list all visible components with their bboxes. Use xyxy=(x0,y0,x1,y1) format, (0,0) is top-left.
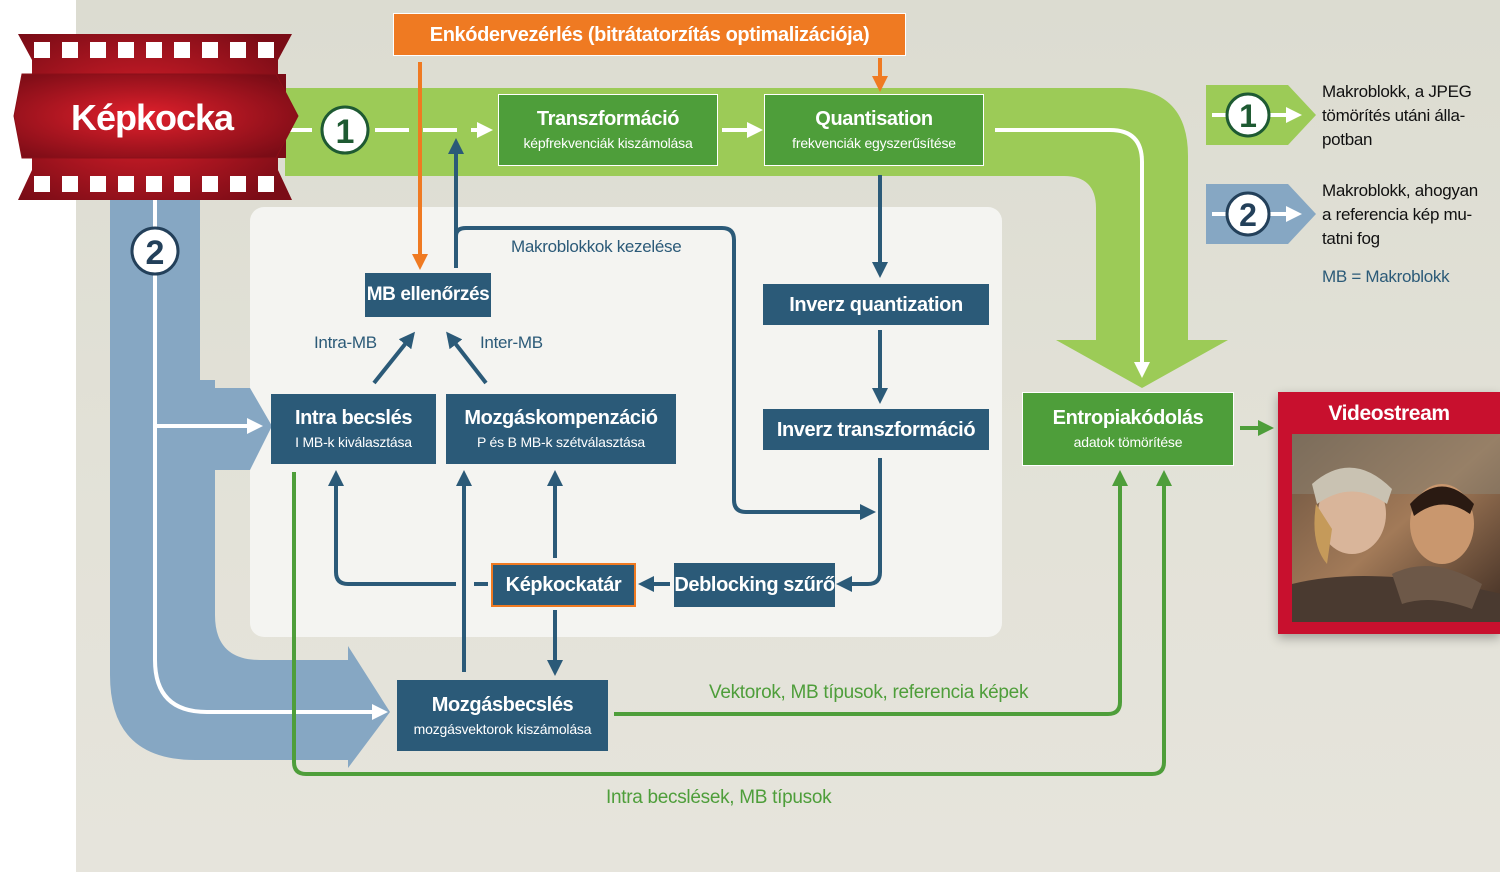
intra-estimation-subtitle: I MB-k kiválasztása xyxy=(295,434,412,450)
entropy-title: Entropiakódolás xyxy=(1052,407,1204,429)
film-perforation xyxy=(90,176,106,192)
transform-block: Transzformáció képfrekvenciák kiszámolás… xyxy=(498,94,718,166)
arrow-macroblock-handling xyxy=(454,226,876,520)
arrow-vectors-to-entropy xyxy=(614,470,1128,716)
green-flow-band xyxy=(285,88,1228,388)
film-perforation xyxy=(62,42,78,58)
path-2-marker: 2 xyxy=(130,226,180,276)
legend-1-number: 1 xyxy=(1239,98,1257,134)
vectors-label: Vektorok, MB típusok, referencia képek xyxy=(709,682,1029,703)
encoder-control-box: Enkódervezérlés (bitrátatorzítás optimal… xyxy=(393,13,906,56)
deblocking-block: Deblocking szűrő xyxy=(674,563,835,607)
arrow-invt-to-deblock xyxy=(836,458,882,592)
entropy-block: Entropiakódolás adatok tömörítése xyxy=(1022,392,1234,466)
film-perforation xyxy=(230,176,246,192)
legend-2-number: 2 xyxy=(1239,197,1257,233)
encoder-control-title: Enkódervezérlés (bitrátatorzítás optimal… xyxy=(429,23,870,46)
film-perforation xyxy=(146,176,162,192)
film-perforation xyxy=(258,42,274,58)
mb-check-title: MB ellenőrzés xyxy=(366,284,490,305)
arrow-store-to-intra xyxy=(328,470,456,586)
blue-flow-band xyxy=(110,200,390,768)
film-perforation xyxy=(174,176,190,192)
entropy-subtitle: adatok tömörítése xyxy=(1073,434,1183,450)
arrow-motioncomp-to-mb xyxy=(446,331,488,385)
inverse-quantization-title: Inverz quantization xyxy=(789,293,963,316)
film-perforation xyxy=(118,42,134,58)
film-perforation xyxy=(62,176,78,192)
quantisation-title: Quantisation xyxy=(815,108,933,130)
mb-check-block: MB ellenőrzés xyxy=(365,273,491,317)
frame-banner xyxy=(13,34,299,200)
video-frame-image xyxy=(1292,434,1500,622)
film-perforation xyxy=(118,176,134,192)
intra-estimation-block: Intra becslés I MB-k kiválasztása xyxy=(271,394,436,464)
film-perforation xyxy=(258,176,274,192)
motion-compensation-title: Mozgáskompenzáció xyxy=(464,407,658,429)
inter-mb-label: Inter-MB xyxy=(480,333,543,352)
film-perforation xyxy=(34,42,50,58)
legend-item-1: Makroblokk, a JPEG tömörítés utáni álla-… xyxy=(1322,82,1472,149)
arrow-intra-estimates-to-entropy xyxy=(292,470,1172,776)
macroblock-handling-label: Makroblokkok kezelése xyxy=(511,237,682,256)
inverse-transform-block: Inverz transzformáció xyxy=(763,409,989,450)
film-perforation xyxy=(146,42,162,58)
film-perforation xyxy=(174,42,190,58)
path-2-number: 2 xyxy=(146,234,165,272)
film-perforation xyxy=(230,42,246,58)
inverse-transform-title: Inverz transzformáció xyxy=(776,418,976,441)
quantisation-block: Quantisation frekvenciák egyszerűsítése xyxy=(764,94,984,166)
frame-banner-title: Képkocka xyxy=(71,97,235,138)
frame-store-block: Képkockatár xyxy=(491,563,636,607)
legend-item-2: Makroblokk, ahogyan a referencia kép mu-… xyxy=(1322,181,1478,248)
legend-green-arrow-icon: 1 xyxy=(1206,85,1316,145)
motion-compensation-block: Mozgáskompenzáció P és B MB-k szétválasz… xyxy=(446,394,676,464)
quantisation-subtitle: frekvenciák egyszerűsítése xyxy=(792,135,956,151)
inverse-quantization-block: Inverz quantization xyxy=(763,284,989,325)
intra-estimation-title: Intra becslés xyxy=(294,407,413,429)
legend-blue-arrow-icon: 2 xyxy=(1206,184,1316,244)
videostream-card: Videostream xyxy=(1278,392,1500,634)
film-perforation xyxy=(202,42,218,58)
blue-flow-line xyxy=(153,200,388,720)
motion-estimation-title: Mozgásbecslés xyxy=(431,693,574,716)
green-flow-line xyxy=(995,128,1150,378)
path-1-number: 1 xyxy=(336,113,355,151)
transform-subtitle: képfrekvenciák kiszámolása xyxy=(523,135,693,151)
legend-mb-note: MB = Makroblokk xyxy=(1322,267,1450,286)
film-perforation xyxy=(202,176,218,192)
film-perforation xyxy=(34,176,50,192)
frame-store-title: Képkockatár xyxy=(505,574,622,596)
motion-estimation-block: Mozgásbecslés mozgásvektorok kiszámolása xyxy=(397,680,608,751)
intra-estimates-label: Intra becslések, MB típusok xyxy=(606,787,832,808)
motion-compensation-subtitle: P és B MB-k szétválasztása xyxy=(476,434,646,450)
arrow-intra-to-mb xyxy=(372,331,415,385)
videostream-title: Videostream xyxy=(1328,402,1450,425)
path-1-marker: 1 xyxy=(320,105,370,155)
intra-mb-label: Intra-MB xyxy=(314,333,377,352)
transform-title: Transzformáció xyxy=(536,108,680,130)
motion-estimation-subtitle: mozgásvektorok kiszámolása xyxy=(413,720,592,737)
deblocking-title: Deblocking szűrő xyxy=(674,574,835,596)
film-perforation xyxy=(90,42,106,58)
